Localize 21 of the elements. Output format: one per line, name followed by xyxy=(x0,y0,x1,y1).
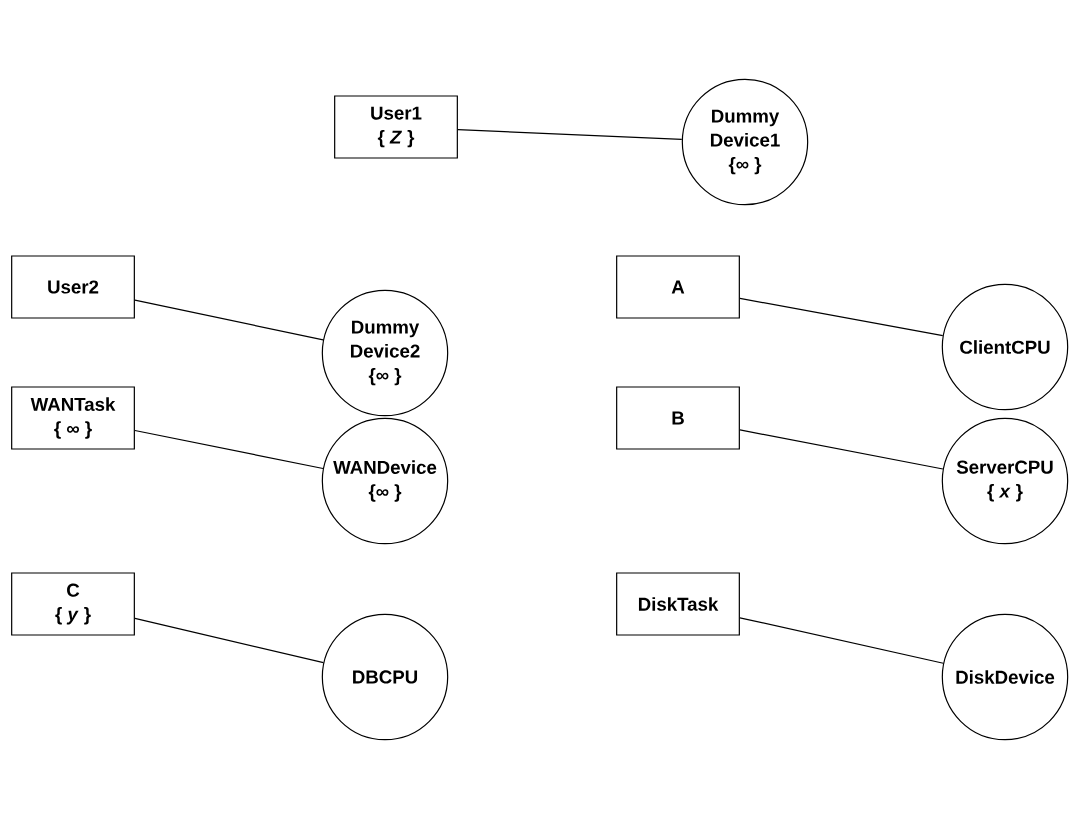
connector-line xyxy=(739,429,944,470)
task-box: User1 { Z } xyxy=(334,95,458,159)
circle-node: ClientCPU xyxy=(941,283,1069,411)
connector-line xyxy=(134,299,324,341)
connector-line xyxy=(134,617,324,664)
circle-node: Dummy Device2 {∞ } xyxy=(321,289,449,417)
task-box: C { y } xyxy=(11,572,135,636)
circle-node: WANDevice {∞ } xyxy=(321,417,449,545)
connector-line xyxy=(134,429,324,470)
task-box: User2 xyxy=(11,255,135,319)
task-box: DiskTask xyxy=(616,572,740,636)
connector-line xyxy=(739,617,944,664)
circle-node: Dummy Device1 {∞ } xyxy=(681,78,809,206)
circle-node: DiskDevice xyxy=(941,613,1069,741)
circle-node: DBCPU xyxy=(321,613,449,741)
task-box: A xyxy=(616,255,740,319)
connector-line xyxy=(457,129,683,140)
task-box: WANTask { ∞ } xyxy=(11,386,135,450)
circle-node: ServerCPU { x } xyxy=(941,417,1069,545)
connector-line xyxy=(739,297,944,337)
task-box: B xyxy=(616,386,740,450)
